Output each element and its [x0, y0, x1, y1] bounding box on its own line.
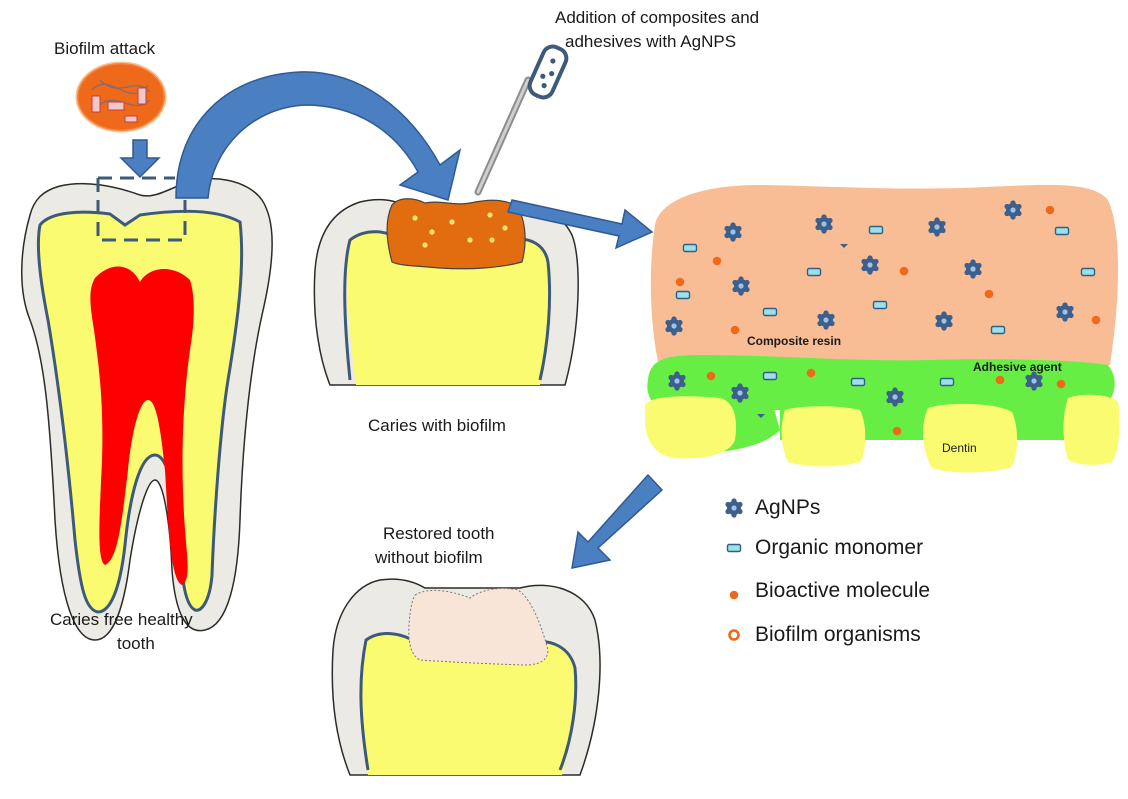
caries-lesion [387, 199, 525, 269]
label-addition-line2: adhesives with AgNPS [565, 31, 736, 52]
label-adhesive-agent: Adhesive agent [973, 360, 1062, 374]
legend-label: Organic monomer [755, 536, 923, 560]
dentin-block [645, 396, 736, 458]
organic-monomer-icon [723, 537, 745, 559]
legend-label: Biofilm organisms [755, 623, 921, 647]
label-healthy-line2: tooth [117, 633, 155, 654]
legend-item: Bioactive molecule [723, 577, 930, 605]
bioactive-molecule-icon [723, 580, 745, 602]
restored-tooth [332, 579, 600, 775]
legend-item: AgNPs [723, 494, 820, 522]
legend-label: Bioactive molecule [755, 579, 930, 603]
down-arrow [121, 140, 159, 177]
legend-item: Biofilm organisms [723, 621, 921, 649]
layer-zoom-panel [645, 185, 1120, 473]
label-dentin: Dentin [942, 441, 977, 455]
agnp-icon [723, 497, 745, 519]
label-composite-resin: Composite resin [747, 334, 841, 348]
legend-label: AgNPs [755, 496, 820, 520]
syringe [478, 43, 570, 192]
caries-tooth [314, 199, 578, 385]
label-restored-line2: without biofilm [375, 547, 483, 568]
label-biofilm-attack: Biofilm attack [54, 38, 155, 59]
label-addition-line1: Addition of composites and [555, 7, 759, 28]
legend-item: Organic monomer [723, 534, 923, 562]
biofilm-cluster [77, 63, 165, 131]
healthy-tooth [22, 178, 272, 640]
label-restored-line1: Restored tooth [383, 523, 495, 544]
restoration-filling [409, 588, 548, 665]
diagonal-arrow [572, 475, 662, 568]
label-caries-with-biofilm: Caries with biofilm [368, 415, 506, 436]
biofilm-organism-icon [723, 624, 745, 646]
label-healthy-line1: Caries free healthy [50, 609, 193, 630]
